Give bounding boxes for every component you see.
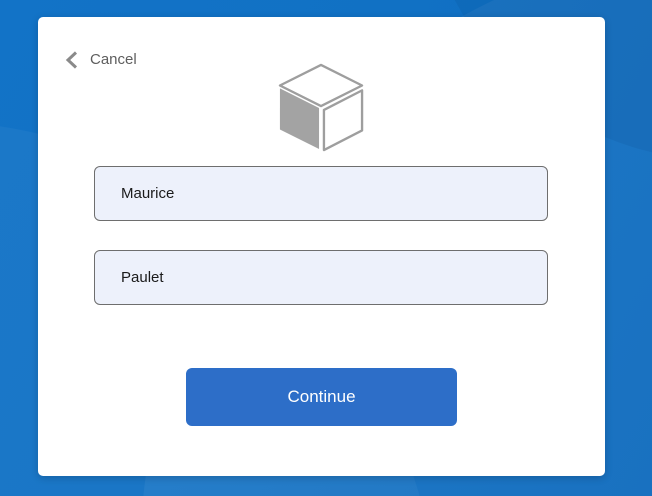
continue-label: Continue <box>287 387 356 406</box>
last-name-input[interactable] <box>94 250 548 305</box>
first-name-input[interactable] <box>94 166 548 221</box>
cancel-label: Cancel <box>90 51 137 68</box>
cancel-button[interactable]: Cancel <box>65 50 137 70</box>
continue-button[interactable]: Continue <box>186 368 457 426</box>
dialog-card: Cancel Continue <box>38 17 605 476</box>
cube-icon <box>278 63 364 152</box>
chevron-left-icon <box>65 51 78 69</box>
